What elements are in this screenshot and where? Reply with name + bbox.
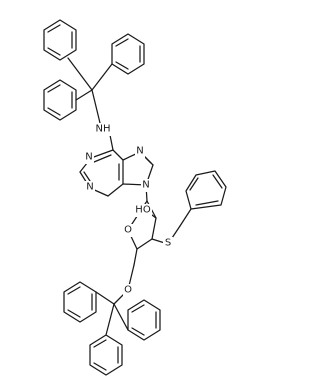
trityl-bottom-phenyl-right (127, 299, 161, 341)
trityl-bottom-phenyl-lower (89, 334, 123, 376)
trityl-top-central-carbon (67, 57, 113, 124)
atom-labels: NH N N N N O HO S O (84, 123, 173, 297)
molecule-drawing: NH N N N N O HO S O (43, 19, 227, 376)
atom-label-nh: NH (96, 124, 111, 135)
atom-label-ring-oxygen: O (124, 225, 132, 236)
n-trityl-group (43, 19, 145, 124)
trityl-top-phenyl-lower (43, 79, 77, 121)
atom-label-n9: N (142, 180, 149, 191)
atom-label-ether-oxygen: O (124, 285, 132, 296)
atom-label-hydroxyl: HO (135, 205, 151, 216)
atom-label-sulfur: S (165, 238, 171, 249)
atom-label-n3: N (86, 182, 93, 193)
trityl-bottom-phenyl-left (63, 281, 97, 323)
benzylthio-group (151, 170, 227, 245)
o-trityl-group (63, 281, 161, 376)
trityl-top-phenyl-right (111, 33, 145, 75)
chemical-structure: NH N N N N O HO S O (43, 19, 227, 376)
trityl-top-phenyl-left (43, 19, 77, 61)
atom-label-n1: N (85, 152, 92, 163)
atom-label-n7: N (136, 146, 143, 157)
